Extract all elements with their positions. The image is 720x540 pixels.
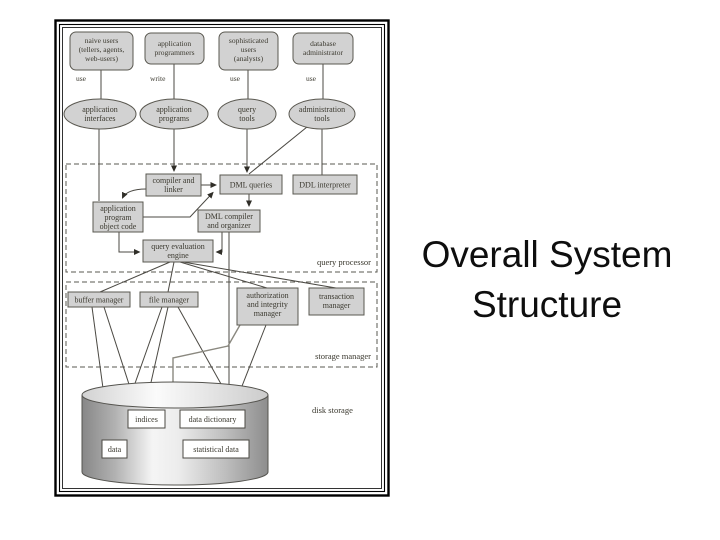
svg-text:manager: manager (323, 301, 351, 310)
node-query-evaluation-engine: query evaluation engine (142, 239, 214, 263)
svg-text:administration: administration (299, 105, 345, 114)
slide-title-line-1: Overall System (422, 234, 673, 275)
svg-text:application: application (158, 39, 192, 48)
verb-use-1: use (76, 74, 87, 83)
svg-text:data dictionary: data dictionary (189, 415, 237, 424)
svg-text:tools: tools (239, 114, 255, 123)
disk-cylinder (81, 381, 269, 486)
node-administration-tools: administration tools (288, 98, 356, 130)
svg-text:programs: programs (159, 114, 189, 123)
slide-title: Overall System Structure (422, 234, 673, 325)
svg-text:DML queries: DML queries (230, 181, 273, 190)
svg-text:compiler and: compiler and (153, 176, 195, 185)
svg-text:database: database (310, 39, 336, 48)
svg-text:and integrity: and integrity (247, 300, 288, 309)
slide-title-line-2: Structure (472, 284, 622, 325)
node-indices: indices (127, 409, 166, 429)
node-application-program-object-code: application program object code (92, 201, 144, 233)
svg-text:linker: linker (164, 185, 183, 194)
svg-text:interfaces: interfaces (84, 114, 115, 123)
node-application-interfaces: application interfaces (63, 98, 137, 130)
node-application-programmers: application programmers (144, 32, 205, 65)
svg-text:(tellers, agents,: (tellers, agents, (79, 45, 125, 54)
verb-write: write (150, 74, 166, 83)
node-data-dictionary: data dictionary (179, 409, 246, 429)
node-statistical-data: statistical data (182, 439, 250, 459)
disk-storage-label: disk storage (312, 405, 353, 415)
svg-text:users: users (241, 45, 256, 54)
node-transaction-manager: transaction manager (308, 287, 365, 316)
node-data: data (101, 439, 128, 459)
figure-frame (54, 19, 390, 497)
svg-text:DML compiler: DML compiler (205, 212, 253, 221)
node-dml-compiler-organizer: DML compiler and organizer (197, 209, 261, 233)
svg-text:application: application (100, 204, 136, 213)
svg-text:authorization: authorization (246, 291, 288, 300)
node-query-tools: query tools (217, 98, 277, 130)
verb-use-2: use (230, 74, 241, 83)
svg-text:program: program (104, 213, 132, 222)
node-database-administrator: database administrator (292, 32, 354, 65)
node-file-manager: file manager (139, 291, 199, 308)
svg-text:(analysts): (analysts) (234, 54, 264, 63)
storage-manager-label: storage manager (315, 351, 371, 361)
svg-text:tools: tools (314, 114, 330, 123)
node-application-programs: application programs (139, 98, 209, 130)
svg-text:indices: indices (135, 415, 158, 424)
node-dml-queries: DML queries (219, 174, 283, 195)
node-compiler-linker: compiler and linker (145, 173, 202, 197)
node-buffer-manager: buffer manager (67, 291, 131, 308)
svg-text:query evaluation: query evaluation (151, 242, 205, 251)
svg-text:programmers: programmers (155, 48, 195, 57)
verb-use-3: use (306, 74, 317, 83)
svg-text:DDL interpreter: DDL interpreter (299, 181, 351, 190)
svg-text:sophisticated: sophisticated (229, 36, 268, 45)
node-ddl-interpreter: DDL interpreter (292, 174, 358, 195)
node-sophisticated-users: sophisticated users (analysts) (218, 31, 279, 71)
svg-text:application: application (156, 105, 192, 114)
svg-text:and organizer: and organizer (207, 221, 251, 230)
svg-text:manager: manager (254, 309, 282, 318)
svg-text:web-users): web-users) (85, 54, 118, 63)
svg-text:data: data (108, 445, 122, 454)
svg-text:query: query (238, 105, 256, 114)
svg-text:transaction: transaction (319, 292, 354, 301)
node-naive-users: naive users (tellers, agents, web-users) (69, 31, 134, 71)
storage-manager-section (65, 281, 378, 368)
svg-text:statistical data: statistical data (193, 445, 239, 454)
node-authorization-integrity-manager: authorization and integrity manager (236, 287, 299, 326)
svg-text:naive users: naive users (85, 36, 119, 45)
svg-text:engine: engine (167, 251, 189, 260)
query-processor-label: query processor (317, 257, 371, 267)
svg-text:administrator: administrator (303, 48, 343, 57)
svg-text:buffer manager: buffer manager (75, 296, 124, 305)
svg-text:object code: object code (100, 222, 137, 231)
svg-text:application: application (82, 105, 118, 114)
svg-text:file manager: file manager (149, 296, 190, 305)
query-processor-section (65, 163, 378, 273)
